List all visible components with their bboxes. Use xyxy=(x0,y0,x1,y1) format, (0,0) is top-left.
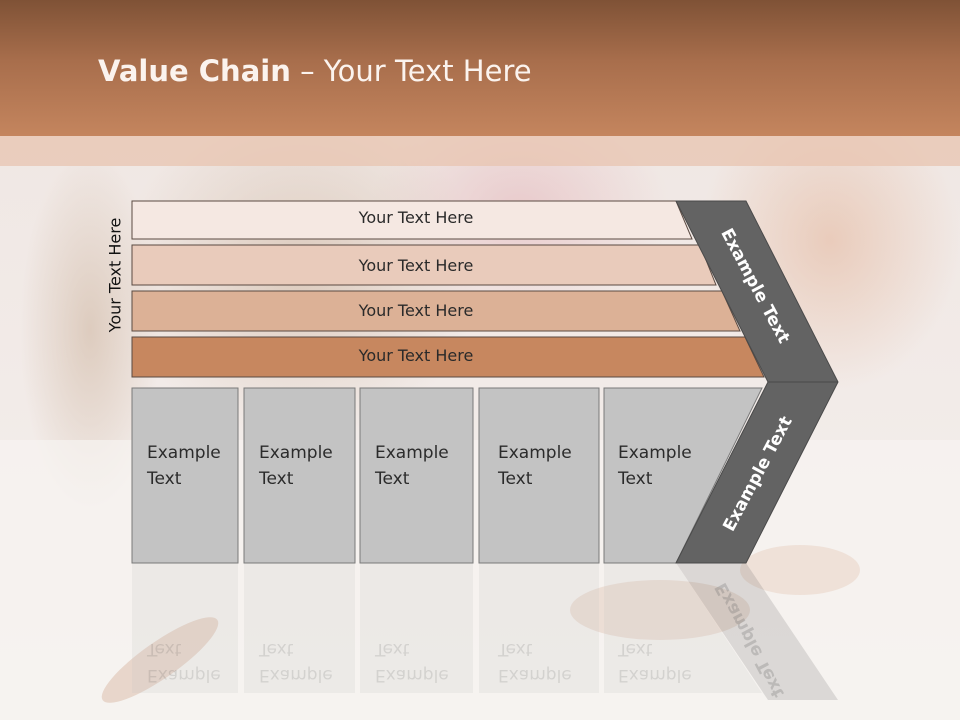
box-1-reflection-line1: Example xyxy=(147,665,221,685)
box-5-line1: Example xyxy=(618,443,692,463)
box-4-reflection: Example Text xyxy=(498,636,572,688)
box-4-line1: Example xyxy=(498,443,572,463)
box-2-reflection-line1: Example xyxy=(259,665,333,685)
box-2-text: Example Text xyxy=(259,440,333,492)
title-bold: Value Chain xyxy=(98,54,291,88)
activity-box-1 xyxy=(131,387,239,564)
box-1-reflection: Example Text xyxy=(147,636,221,688)
page-title: Value Chain – Your Text Here xyxy=(98,54,532,88)
box-4-reflection-line1: Example xyxy=(498,665,572,685)
activity-box-3 xyxy=(359,387,474,564)
title-bar xyxy=(0,0,960,136)
title-rest: – Your Text Here xyxy=(290,54,532,88)
box-3-reflection-line1: Example xyxy=(375,665,449,685)
box-1-text: Example Text xyxy=(147,440,221,492)
value-row-2 xyxy=(131,244,717,286)
value-row-4 xyxy=(131,336,765,378)
row-1-label: Your Text Here xyxy=(358,208,474,227)
row-3-label: Your Text Here xyxy=(358,301,474,320)
box-2-reflection: Example Text xyxy=(259,636,333,688)
box-3-text: Example Text xyxy=(375,440,449,492)
box-1-line1: Example xyxy=(147,443,221,463)
box-1-reflection-line2: Text xyxy=(147,639,182,659)
box-4-reflection-line2: Text xyxy=(498,639,533,659)
box-3-line2: Text xyxy=(375,469,410,489)
activity-box-4 xyxy=(478,387,600,564)
box-5-text: Example Text xyxy=(618,440,692,492)
boxes-reflection xyxy=(132,563,838,700)
box-5-reflection-line1: Example xyxy=(618,665,692,685)
box-3-reflection: Example Text xyxy=(375,636,449,688)
box-2-line2: Text xyxy=(259,469,294,489)
box-1-line2: Text xyxy=(147,469,182,489)
box-5-reflection-line2: Text xyxy=(618,639,653,659)
title-band xyxy=(0,136,960,166)
value-row-1 xyxy=(131,200,693,240)
value-row-3 xyxy=(131,290,741,332)
activity-box-2 xyxy=(243,387,356,564)
row-4-label: Your Text Here xyxy=(358,346,474,365)
row-2-label: Your Text Here xyxy=(358,256,474,275)
box-4-line2: Text xyxy=(498,469,533,489)
box-2-reflection-line2: Text xyxy=(259,639,294,659)
box-4-text: Example Text xyxy=(498,440,572,492)
box-3-line1: Example xyxy=(375,443,449,463)
box-5-reflection: Example Text xyxy=(618,636,692,688)
box-2-line1: Example xyxy=(259,443,333,463)
box-5-line2: Text xyxy=(618,469,653,489)
box-3-reflection-line2: Text xyxy=(375,639,410,659)
